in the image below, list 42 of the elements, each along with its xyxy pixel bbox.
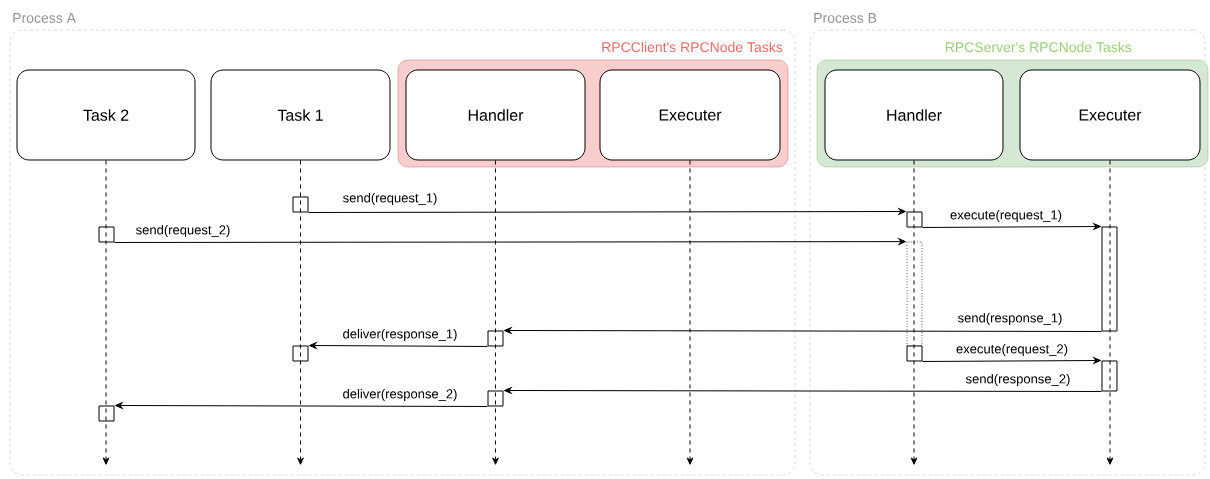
message-arrow [504, 327, 1102, 334]
lifeline-box: Task 1 [210, 69, 391, 161]
lifeline-box: Task 2 [16, 69, 196, 161]
message-arrow [504, 387, 1102, 394]
activation-box [1101, 360, 1118, 392]
node-label: Process A [13, 13, 76, 23]
lifeline-box: Handler [824, 69, 1004, 161]
edge-label: execute(request_1) [949, 208, 1063, 224]
activation-box [487, 330, 504, 347]
edge-label: deliver(response_1) [341, 327, 459, 343]
node-label: Process B [814, 13, 877, 23]
lifeline [910, 160, 918, 465]
lifeline [492, 160, 499, 465]
edge-label: send(response_2) [964, 372, 1072, 388]
edge-label: execute(request_2) [955, 342, 1069, 358]
edge-label: deliver(response_2) [341, 387, 459, 403]
message-arrow [309, 342, 488, 349]
node-label: RPCServer's RPCNode Tasks [945, 41, 1132, 53]
edge-label: send(request_2) [134, 223, 232, 239]
lifeline [297, 160, 304, 465]
lifeline-box: Executer [599, 69, 781, 161]
message-arrow [922, 357, 1101, 364]
activation-box [487, 390, 504, 407]
activation-box [292, 196, 309, 213]
message-arrow [308, 208, 906, 215]
node-label: RPCClient's RPCNode Tasks [602, 41, 783, 53]
message-arrow [922, 223, 1101, 230]
lifeline-box: Handler [405, 69, 586, 161]
activation-box [1101, 226, 1118, 332]
message-arrow [115, 402, 488, 409]
activation-box [98, 405, 115, 422]
activation-box [98, 226, 115, 243]
lifeline [686, 160, 694, 465]
edge-label: send(response_1) [956, 311, 1064, 327]
edge-label: send(request_1) [341, 191, 439, 207]
lifeline-box: Executer [1019, 69, 1201, 161]
lifeline [102, 160, 110, 465]
message-arrow [114, 238, 906, 245]
activation-box [906, 211, 923, 228]
activation-box [906, 345, 923, 362]
lifeline [1106, 160, 1114, 465]
activation-box [292, 345, 309, 362]
